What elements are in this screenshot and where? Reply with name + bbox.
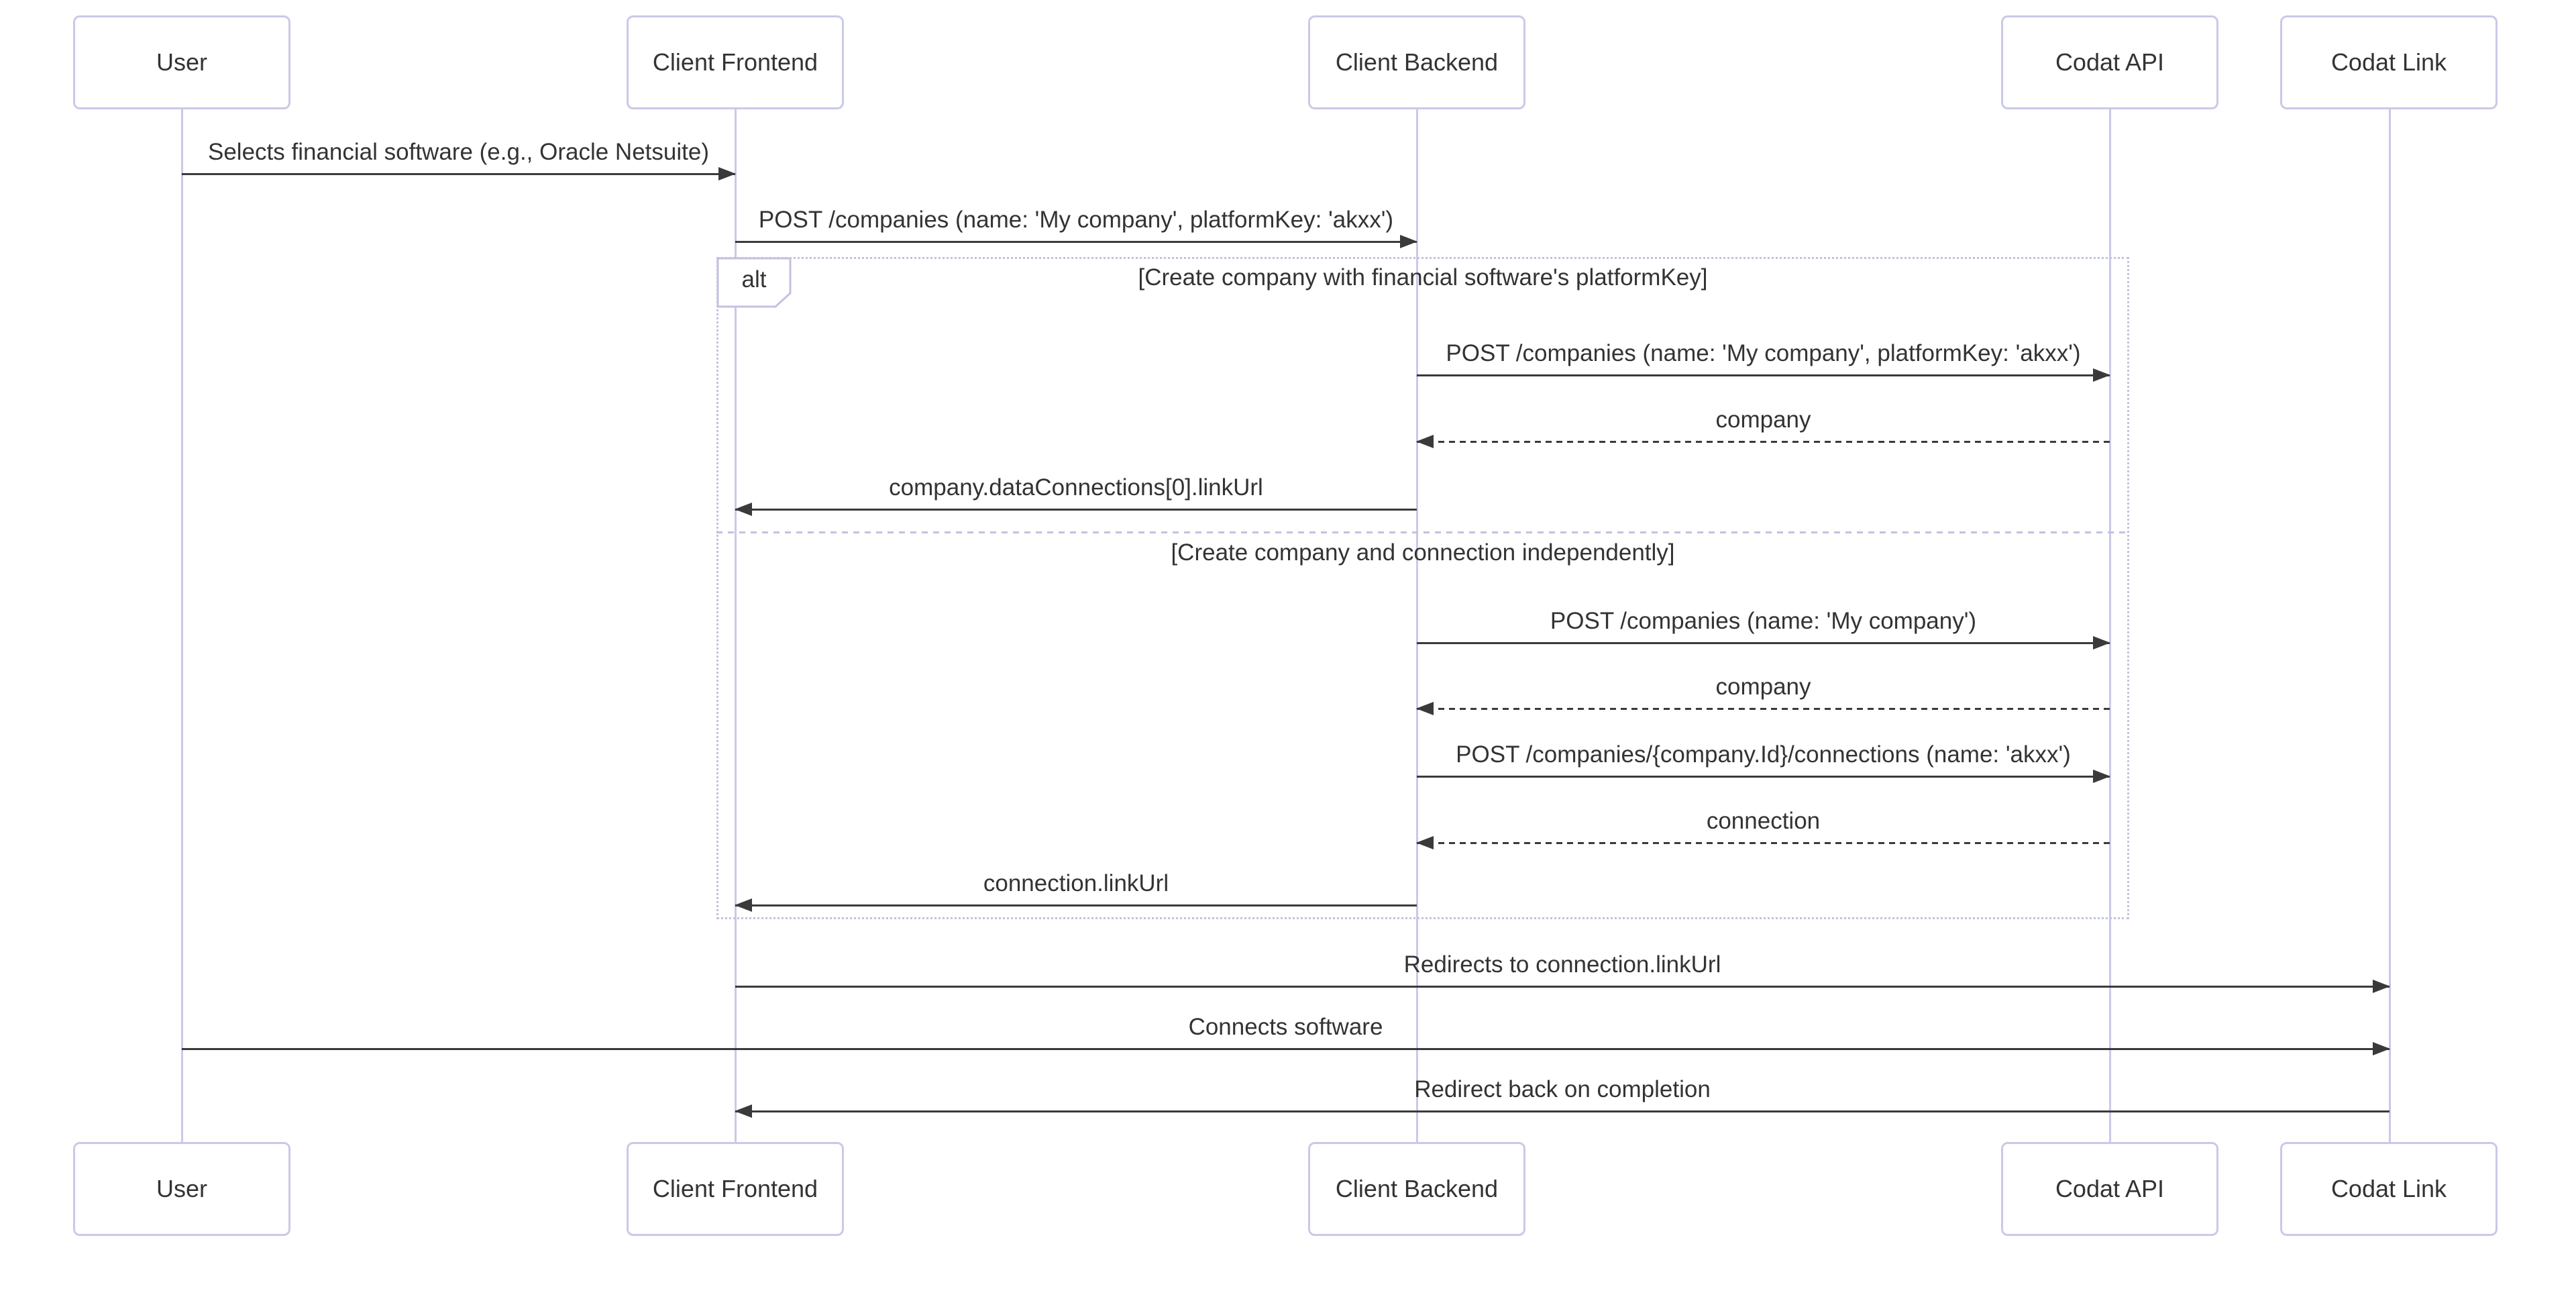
actor-client-backend-bottom: Client Backend (1308, 1142, 1525, 1236)
arrowhead-left-icon (1416, 836, 1434, 849)
message-post-companies-platformkey: POST /companies (name: 'My company', pla… (1417, 340, 2110, 382)
arrowhead-right-icon (2373, 980, 2390, 993)
message-post-companies-frontend: POST /companies (name: 'My company', pla… (735, 207, 1417, 248)
alt-frame (716, 257, 2129, 919)
message-line (1417, 441, 2110, 443)
message-line (182, 1048, 2390, 1050)
alt-operator-text: alt (741, 266, 767, 293)
message-selects-software: Selects financial software (e.g., Oracle… (182, 139, 736, 180)
alt-branch-1-title: [Create company with financial software'… (1138, 264, 1708, 291)
alt-label-shape (716, 257, 792, 308)
arrowhead-right-icon (2093, 636, 2110, 650)
lifeline-codat-link (2388, 109, 2391, 1142)
arrowhead-right-icon (2373, 1042, 2390, 1055)
message-line (735, 509, 1417, 511)
arrowhead-left-icon (1416, 435, 1434, 448)
message-redirects-to-linkurl: Redirects to connection.linkUrl (735, 951, 2390, 993)
actor-codat-link-top: Codat Link (2280, 15, 2498, 109)
message-connection-linkurl: connection.linkUrl (735, 870, 1417, 912)
message-line (1417, 708, 2110, 710)
message-dataconnections-linkurl: company.dataConnections[0].linkUrl (735, 474, 1417, 516)
actor-codat-api-bottom: Codat API (2001, 1142, 2218, 1236)
message-company-response-2: company (1416, 674, 2110, 715)
alt-branch-2-title: [Create company and connection independe… (1171, 539, 1675, 566)
actor-label: Client Frontend (652, 48, 818, 76)
actor-label: Codat API (2055, 48, 2165, 76)
arrowhead-left-icon (735, 1104, 752, 1118)
lifeline-client-frontend (734, 109, 737, 1142)
message-label: Redirects to connection.linkUrl (1403, 951, 1721, 978)
message-label: connection.linkUrl (983, 870, 1169, 896)
message-label: POST /companies/{company.Id}/connections… (1456, 741, 2071, 768)
alt-operator-label: alt (716, 257, 792, 308)
message-line (1417, 776, 2110, 778)
message-label: Selects financial software (e.g., Oracle… (208, 139, 709, 165)
arrowhead-right-icon (718, 167, 736, 180)
message-line (1417, 842, 2110, 844)
actor-label: Client Backend (1335, 1175, 1499, 1202)
actor-label: Client Backend (1335, 48, 1499, 76)
actor-label: Codat API (2055, 1175, 2165, 1202)
actor-user-top: User (73, 15, 290, 109)
message-line (735, 904, 1417, 906)
lifeline-codat-api (2108, 109, 2111, 1142)
arrowhead-left-icon (735, 898, 752, 912)
actor-client-frontend-top: Client Frontend (627, 15, 844, 109)
message-line (735, 241, 1417, 243)
message-redirect-back: Redirect back on completion (735, 1076, 2390, 1118)
message-label: POST /companies (name: 'My company') (1550, 608, 1977, 634)
alt-frame-divider (716, 531, 2129, 533)
arrowhead-right-icon (1400, 235, 1417, 248)
lifeline-user (180, 109, 183, 1142)
message-line (1417, 642, 2110, 644)
actor-label: Codat Link (2330, 48, 2447, 76)
message-company-response-1: company (1416, 407, 2110, 448)
actor-codat-link-bottom: Codat Link (2280, 1142, 2498, 1236)
arrowhead-right-icon (2093, 770, 2110, 783)
message-label: connection (1706, 808, 1821, 834)
arrowhead-left-icon (1416, 702, 1434, 715)
message-label: POST /companies (name: 'My company', pla… (758, 207, 1394, 233)
message-line (182, 173, 735, 175)
arrowhead-left-icon (735, 503, 752, 516)
message-label: company (1715, 407, 1811, 433)
actor-client-backend-top: Client Backend (1308, 15, 1525, 109)
message-label: Connects software (1188, 1014, 1383, 1040)
message-label: company (1715, 674, 1811, 700)
message-post-connections: POST /companies/{company.Id}/connections… (1417, 741, 2110, 783)
actor-label: User (156, 1175, 207, 1202)
message-connects-software: Connects software (182, 1014, 2390, 1055)
actor-codat-api-top: Codat API (2001, 15, 2218, 109)
lifeline-client-backend (1415, 109, 1418, 1142)
message-connection-response: connection (1416, 808, 2110, 849)
message-label: company.dataConnections[0].linkUrl (889, 474, 1263, 501)
message-line (735, 1110, 2390, 1112)
arrowhead-right-icon (2093, 368, 2110, 382)
message-post-companies-plain: POST /companies (name: 'My company') (1417, 608, 2110, 650)
actor-label: Codat Link (2330, 1175, 2447, 1202)
actor-client-frontend-bottom: Client Frontend (627, 1142, 844, 1236)
actor-label: User (156, 48, 207, 76)
actor-user-bottom: User (73, 1142, 290, 1236)
message-label: POST /companies (name: 'My company', pla… (1446, 340, 2081, 366)
message-label: Redirect back on completion (1414, 1076, 1711, 1102)
message-line (735, 986, 2390, 988)
message-line (1417, 374, 2110, 376)
actor-label: Client Frontend (652, 1175, 818, 1202)
